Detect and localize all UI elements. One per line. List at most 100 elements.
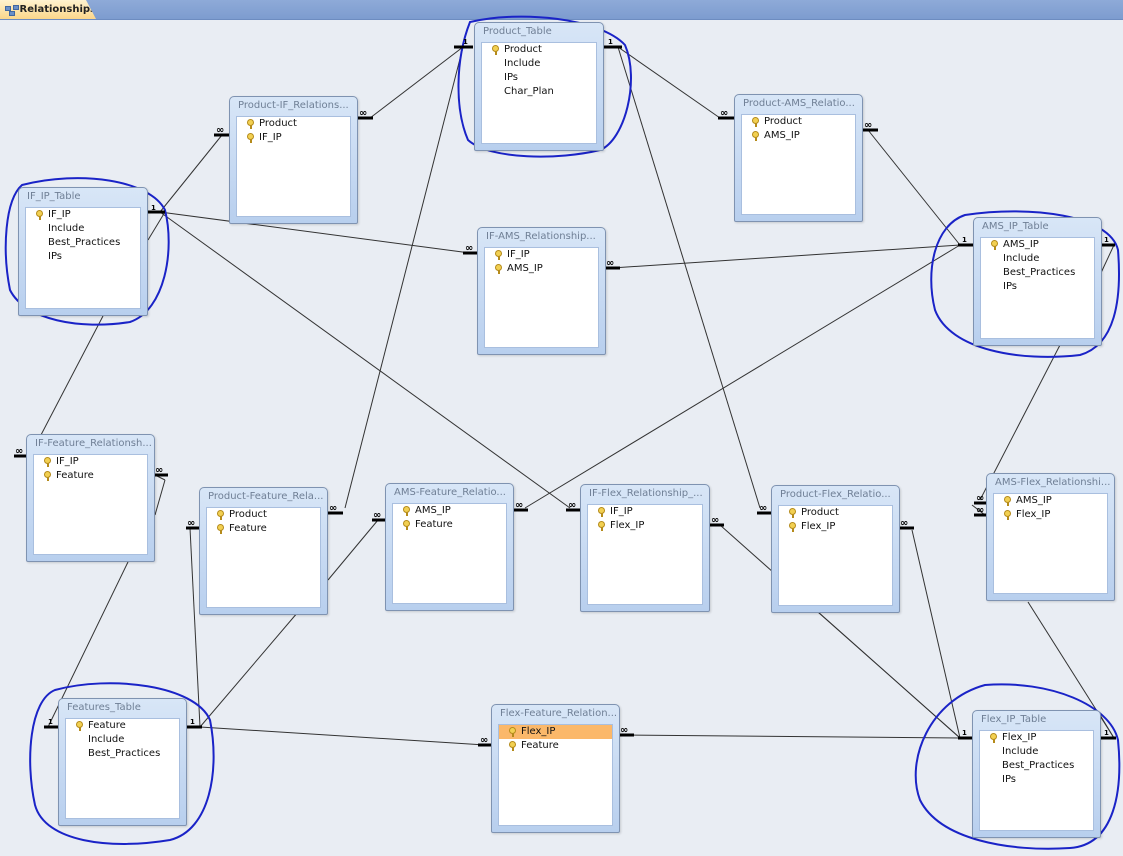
cardinality-one: 1 [463, 38, 468, 46]
field-row[interactable]: Feature [207, 522, 320, 536]
tab-relationships[interactable]: Relationships [0, 0, 96, 19]
table-title[interactable]: AMS-Feature_Relatio... [394, 487, 506, 498]
field-row[interactable]: IPs [981, 280, 1094, 294]
cardinality-many: ∞ [515, 500, 524, 511]
field-row[interactable]: Char_Plan [482, 85, 596, 99]
field-row[interactable]: IF_IP [34, 455, 147, 469]
field-row[interactable]: IF_IP [485, 248, 598, 262]
table-title[interactable]: IF_IP_Table [27, 191, 81, 202]
field-row[interactable]: Best_Practices [26, 236, 140, 250]
field-row[interactable]: Best_Practices [66, 747, 179, 761]
field-row[interactable]: Best_Practices [981, 266, 1094, 280]
primary-key-icon [495, 264, 502, 274]
table-title[interactable]: Product-AMS_Relatio... [743, 98, 855, 109]
field-row[interactable]: Flex_IP [779, 520, 892, 534]
field-row[interactable]: Include [980, 745, 1093, 759]
field-row[interactable]: IF_IP [588, 505, 702, 519]
field-name: Flex_IP [1002, 732, 1037, 743]
primary-key-icon [495, 250, 502, 260]
field-row[interactable]: Flex_IP [980, 731, 1093, 745]
table-title[interactable]: IF-AMS_Relationship... [486, 231, 596, 242]
field-row[interactable]: Feature [393, 518, 506, 532]
field-row[interactable]: AMS_IP [994, 494, 1107, 508]
relationships-icon [5, 4, 19, 16]
field-row[interactable]: Include [981, 252, 1094, 266]
field-row[interactable]: Include [482, 57, 596, 71]
field-row[interactable]: Flex_IP [588, 519, 702, 533]
primary-key-icon [492, 45, 499, 55]
primary-key-icon [509, 741, 516, 751]
field-row[interactable]: AMS_IP [485, 262, 598, 276]
table-title[interactable]: IF-Flex_Relationship_... [589, 488, 703, 499]
field-row[interactable]: IPs [980, 773, 1093, 787]
field-row[interactable]: Product [207, 508, 320, 522]
field-row[interactable]: Include [66, 733, 179, 747]
cardinality-many: ∞ [216, 125, 225, 136]
field-row[interactable]: Include [26, 222, 140, 236]
field-row[interactable]: Product [779, 506, 892, 520]
primary-key-icon [789, 508, 796, 518]
field-name: Best_Practices [1002, 760, 1075, 771]
table-title[interactable]: Flex_IP_Table [981, 714, 1047, 725]
table-title[interactable]: AMS_IP_Table [982, 221, 1049, 232]
field-row[interactable]: Flex_IP [499, 725, 612, 739]
field-row[interactable]: Best_Practices [980, 759, 1093, 773]
table-title[interactable]: IF-Feature_Relationsh... [35, 438, 152, 449]
field-row[interactable]: Feature [66, 719, 179, 733]
table-title[interactable]: Features_Table [67, 702, 141, 713]
primary-key-icon [509, 727, 516, 737]
field-row[interactable]: AMS_IP [981, 238, 1094, 252]
table-title[interactable]: Product-Flex_Relatio... [780, 489, 891, 500]
table-title[interactable]: Product-Feature_Rela... [208, 491, 324, 502]
field-row[interactable]: Product [237, 117, 350, 131]
field-row[interactable]: IPs [482, 71, 596, 85]
field-row[interactable]: Feature [34, 469, 147, 483]
field-row[interactable]: Product [482, 43, 596, 57]
field-name: AMS_IP [507, 263, 543, 274]
field-row[interactable]: Feature [499, 739, 612, 753]
table-title[interactable]: Flex-Feature_Relation... [500, 708, 618, 719]
table-title[interactable]: Product-IF_Relations... [238, 100, 349, 111]
primary-key-icon [752, 117, 759, 127]
table-title[interactable]: AMS-Flex_Relationshi... [995, 477, 1111, 488]
field-row[interactable]: IF_IP [26, 208, 140, 222]
field-row[interactable]: Product [742, 115, 855, 129]
field-row[interactable]: AMS_IP [742, 129, 855, 143]
field-row[interactable]: IPs [26, 250, 140, 264]
field-row[interactable]: IF_IP [237, 131, 350, 145]
table-title[interactable]: Product_Table [483, 26, 552, 37]
cardinality-many: ∞ [373, 510, 382, 521]
field-row[interactable]: AMS_IP [393, 504, 506, 518]
field-row[interactable]: Flex_IP [994, 508, 1107, 522]
